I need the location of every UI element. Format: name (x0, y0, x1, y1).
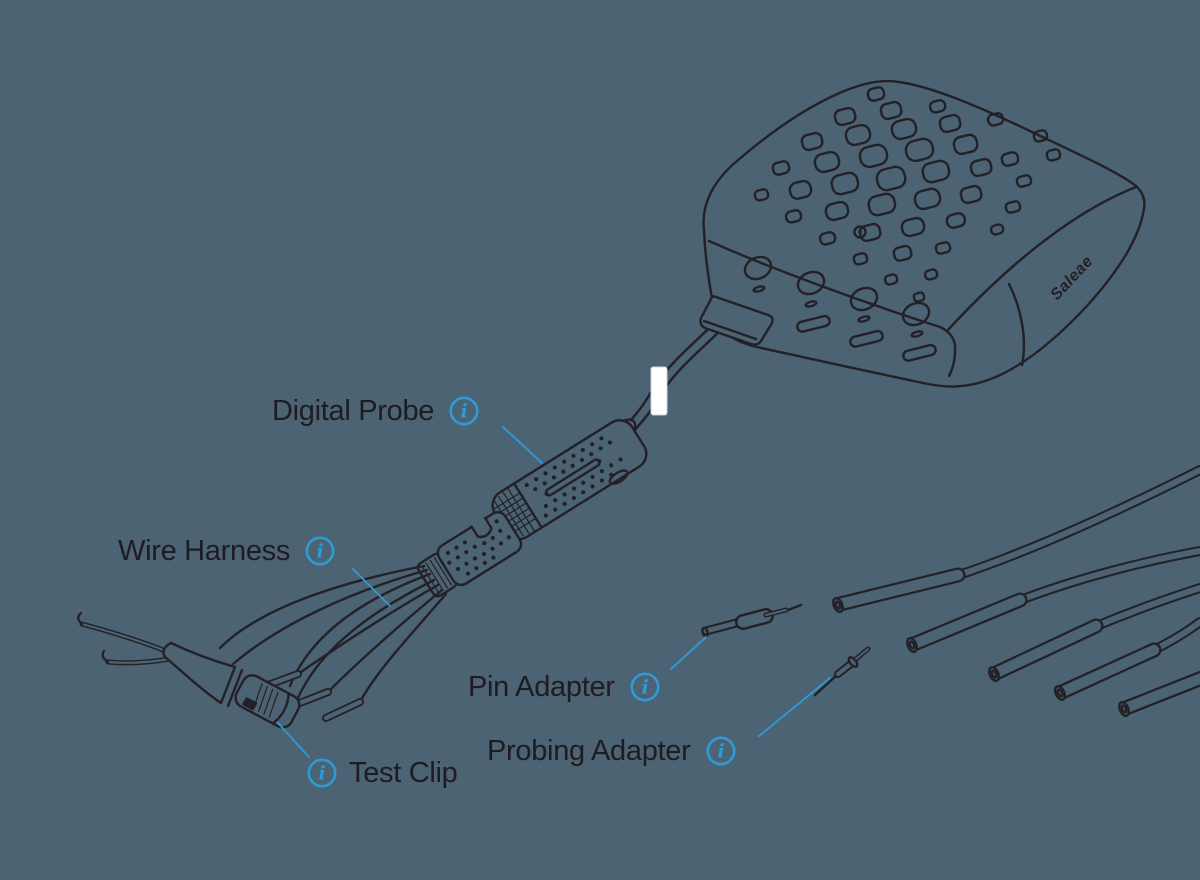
probing-adapter-label: Probing Adapter (487, 735, 691, 767)
usb-cable (624, 325, 719, 434)
lead-sockets (832, 567, 1200, 718)
svg-text:i: i (641, 677, 648, 699)
svg-text:i: i (317, 541, 324, 563)
info-icon[interactable]: i (448, 395, 480, 427)
svg-text:i: i (717, 741, 724, 763)
leader-wire-harness (351, 567, 391, 607)
wire-harness-connector (416, 511, 523, 598)
pin-adapter (701, 603, 803, 638)
led-indicator (853, 225, 867, 239)
info-icon[interactable]: i (306, 757, 338, 789)
probe-texture-dots (524, 436, 623, 518)
leader-test-clip (277, 722, 310, 758)
callout-pin-adapter: Pin Adapter i (468, 671, 661, 703)
device-body (702, 79, 1146, 388)
device-corner-crease (1007, 282, 1026, 367)
digital-probe (491, 419, 648, 541)
info-icon[interactable]: i (629, 671, 661, 703)
pin-adapter-label: Pin Adapter (468, 671, 615, 703)
vent-hole-grid (753, 86, 1062, 303)
usb-connector (699, 295, 774, 346)
callout-wire-harness: Wire Harness i (118, 535, 336, 567)
harness-texture-dots (445, 519, 512, 576)
leader-pin-adapter (670, 636, 707, 670)
device-edge-front (707, 239, 957, 378)
info-icon[interactable]: i (304, 535, 336, 567)
lead-cables (832, 465, 1200, 718)
probing-adapter (813, 646, 871, 697)
callout-digital-probe: Digital Probe i (272, 395, 480, 427)
cable-break-marker (650, 366, 668, 416)
leader-digital-probe (502, 426, 543, 464)
callout-probing-adapter: Probing Adapter i (487, 735, 737, 767)
callout-lines (277, 426, 831, 758)
digital-probe-label: Digital Probe (272, 395, 435, 427)
clip-nose-cone (162, 641, 237, 705)
front-ports (743, 255, 937, 362)
test-clip-label: Test Clip (349, 757, 458, 789)
logic-analyzer-device: Saleae (702, 79, 1146, 388)
svg-text:i: i (319, 763, 326, 785)
callout-test-clip: i Test Clip (306, 757, 458, 789)
device-edge-right (945, 185, 1138, 333)
svg-text:i: i (461, 401, 468, 423)
wire-harness-label: Wire Harness (118, 535, 291, 567)
test-clip (77, 611, 301, 729)
info-icon[interactable]: i (705, 735, 737, 767)
leader-probing-adapter (758, 677, 831, 737)
